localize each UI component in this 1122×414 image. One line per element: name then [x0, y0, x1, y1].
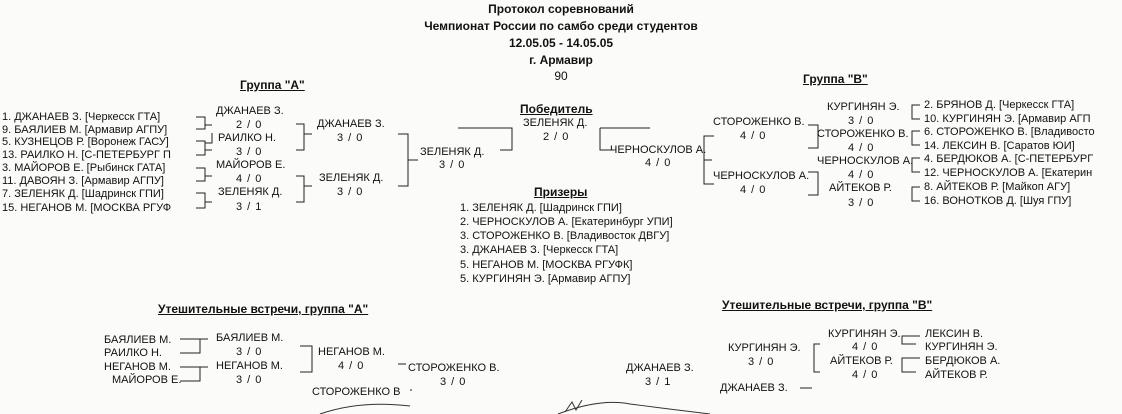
- consolation-a-r2-score: 4 / 0: [338, 360, 365, 372]
- group-a-entry: 11. ДАВОЯН З. [Армавир АГПУ]: [2, 175, 164, 187]
- consolation-b-title: Утешительные встречи, группа "В": [722, 298, 933, 312]
- match-winner: НЕГАНОВ М.: [216, 360, 283, 372]
- match-winner: ЧЕРНОСКУЛОВ А.: [817, 155, 914, 167]
- match-score: 3 / 0: [236, 374, 263, 386]
- city: г. Армавир: [529, 53, 593, 67]
- group-b-entry: 8. АЙТЕКОВ Р. [Майкоп АГУ]: [924, 181, 1071, 193]
- match-winner: СТОРОЖЕНКО В.: [713, 116, 805, 128]
- consolation-entry: АЙТЕКОВ Р.: [925, 369, 988, 381]
- group-b-final-winner: ЧЕРНОСКУЛОВ А.: [610, 144, 707, 156]
- match-score: 3 / 0: [337, 132, 364, 144]
- match-winner: ЧЕРНОСКУЛОВ А.: [713, 170, 810, 182]
- match-score: 3 / 0: [848, 115, 875, 127]
- group-a-entry: 13. РАИЛКО Н. [С-ПЕТЕРБУРГ П: [2, 149, 171, 161]
- winner-score: 2 / 0: [543, 131, 570, 143]
- match-winner: КУРГИНЯН Э.: [827, 101, 900, 113]
- date-range: 12.05.05 - 14.05.05: [508, 36, 614, 50]
- match-score: 4 / 0: [848, 142, 875, 154]
- group-b-final-score: 4 / 0: [645, 157, 672, 169]
- consolation-entry: МАЙОРОВ Е.: [112, 374, 182, 386]
- match-score: 2 / 0: [236, 119, 263, 131]
- winner-title: Победитель: [520, 102, 593, 116]
- group-a-final-winner: ЗЕЛЕНЯК Д.: [420, 146, 485, 158]
- consolation-a-bronze-winner: СТОРОЖЕНКО В.: [408, 362, 500, 374]
- group-a-entry: 3. МАЙОРОВ Е. [Рыбинск ГАТА]: [2, 162, 166, 174]
- consolation-b-bronze-score: 3 / 1: [645, 376, 672, 388]
- prize-item: 5. КУРГИНЯН Э. [Армавир АГПУ]: [460, 273, 631, 285]
- group-b-entry: 12. ЧЕРНОСКУЛОВ А. [Екатерин: [924, 167, 1093, 179]
- prize-item: 5. НЕГАНОВ М. [МОСКВА РГУФК]: [460, 259, 633, 271]
- stamp-signature-mark: [319, 399, 711, 414]
- consolation-a-title: Утешительные встречи, группа "А": [158, 302, 369, 316]
- prizes-title: Призеры: [534, 185, 588, 199]
- championship-title: Чемпионат России по самбо среди студенто…: [424, 19, 698, 33]
- match-winner: АЙТЕКОВ Р.: [829, 182, 892, 194]
- consolation-a-opponent: СТОРОЖЕНКО В: [312, 386, 401, 398]
- match-winner: ДЖАНАЕВ З.: [216, 105, 284, 117]
- prize-item: 1. ЗЕЛЕНЯК Д. [Шадринск ГПИ]: [460, 202, 622, 214]
- group-b-title: Группа "В": [803, 72, 868, 86]
- consolation-b-opponent: ДЖАНАЕВ З.: [720, 382, 788, 394]
- weight-class: 90: [554, 69, 568, 83]
- match-score: 3 / 0: [337, 186, 364, 198]
- match-winner: СТОРОЖЕНКО В.: [817, 128, 909, 140]
- group-a-entry: 9. БАЯЛИЕВ М. [Армавир АГПУ]: [2, 124, 168, 136]
- group-a-title: Группа "А": [240, 78, 305, 92]
- group-b-entry: 14. ЛЕКСИН В. [Саратов ЮИ]: [924, 140, 1075, 152]
- match-winner: ДЖАНАЕВ З.: [317, 118, 385, 130]
- group-a-entry: 1. ДЖАНАЕВ З. [Черкесск ГТА]: [2, 111, 161, 123]
- prize-item: 2. ЧЕРНОСКУЛОВ А. [Екатеринбург УПИ]: [460, 216, 673, 228]
- group-a-final-score: 3 / 0: [439, 159, 466, 171]
- group-b-entry: 10. КУРГИНЯН Э. [Армавир АГП: [924, 113, 1091, 125]
- consolation-a-bronze-score: 3 / 0: [440, 376, 467, 388]
- match-score: 4 / 0: [740, 130, 767, 142]
- prize-item: 3. СТОРОЖЕНКО В. [Владивосток ДВГУ]: [460, 230, 670, 242]
- protocol-title: Протокол соревнований: [488, 2, 634, 16]
- group-b-entry: 16. ВОНОТКОВ Д. [Шуя ГПУ]: [924, 195, 1072, 207]
- group-a-entry: 7. ЗЕЛЕНЯК Д. [Шадринск ГПИ]: [2, 188, 164, 200]
- match-score: 3 / 0: [848, 197, 875, 209]
- consolation-entry: РАИЛКО Н.: [104, 347, 162, 359]
- match-winner: РАИЛКО Н.: [218, 132, 276, 144]
- match-winner: АЙТЕКОВ Р.: [830, 355, 893, 367]
- consolation-entry: ЛЕКСИН В.: [925, 328, 984, 340]
- match-score: 3 / 0: [236, 146, 263, 158]
- consolation-b-r2-score: 3 / 0: [748, 356, 775, 368]
- group-b-entry: 4. БЕРДЮКОВ А. [С-ПЕТЕРБУРГ: [924, 153, 1094, 165]
- match-score: 4 / 0: [852, 369, 879, 381]
- match-winner: БАЯЛИЕВ М.: [216, 332, 284, 344]
- group-b-entry: 6. СТОРОЖЕНКО В. [Владивосто: [924, 126, 1095, 138]
- consolation-b-bronze-winner: ДЖАНАЕВ З.: [626, 362, 694, 374]
- consolation-entry: БАЯЛИЕВ М.: [104, 334, 172, 346]
- match-score: 4 / 0: [848, 169, 875, 181]
- match-winner: ЗЕЛЕНЯК Д.: [319, 172, 384, 184]
- prize-item: 3. ДЖАНАЕВ З. [Черкесск ГТА]: [460, 244, 619, 256]
- match-score: 3 / 0: [236, 346, 263, 358]
- consolation-entry: КУРГИНЯН Э.: [925, 341, 998, 353]
- consolation-entry: НЕГАНОВ М.: [104, 361, 171, 373]
- consolation-entry: БЕРДЮКОВ А.: [925, 355, 1001, 367]
- match-score: 3 / 1: [236, 201, 263, 213]
- group-b-entry: 2. БРЯНОВ Д. [Черкесск ГТА]: [924, 99, 1075, 111]
- consolation-a-r2-winner: НЕГАНОВ М.: [318, 346, 385, 358]
- winner-name: ЗЕЛЕНЯК Д.: [523, 117, 588, 129]
- match-score: 4 / 0: [236, 173, 263, 185]
- match-winner: МАЙОРОВ Е.: [216, 159, 286, 171]
- match-score: 4 / 0: [740, 184, 767, 196]
- match-winner: ЗЕЛЕНЯК Д.: [218, 186, 283, 198]
- group-a-entry: 5. КУЗНЕЦОВ Р. [Воронеж ГАСУ]: [2, 136, 169, 148]
- consolation-b-r2-winner: КУРГИНЯН Э.: [728, 342, 801, 354]
- group-a-entry: 15. НЕГАНОВ М. [МОСКВА РГУФ: [2, 202, 172, 214]
- match-winner: КУРГИНЯН Э.: [828, 328, 901, 340]
- match-score: 4 / 0: [852, 341, 879, 353]
